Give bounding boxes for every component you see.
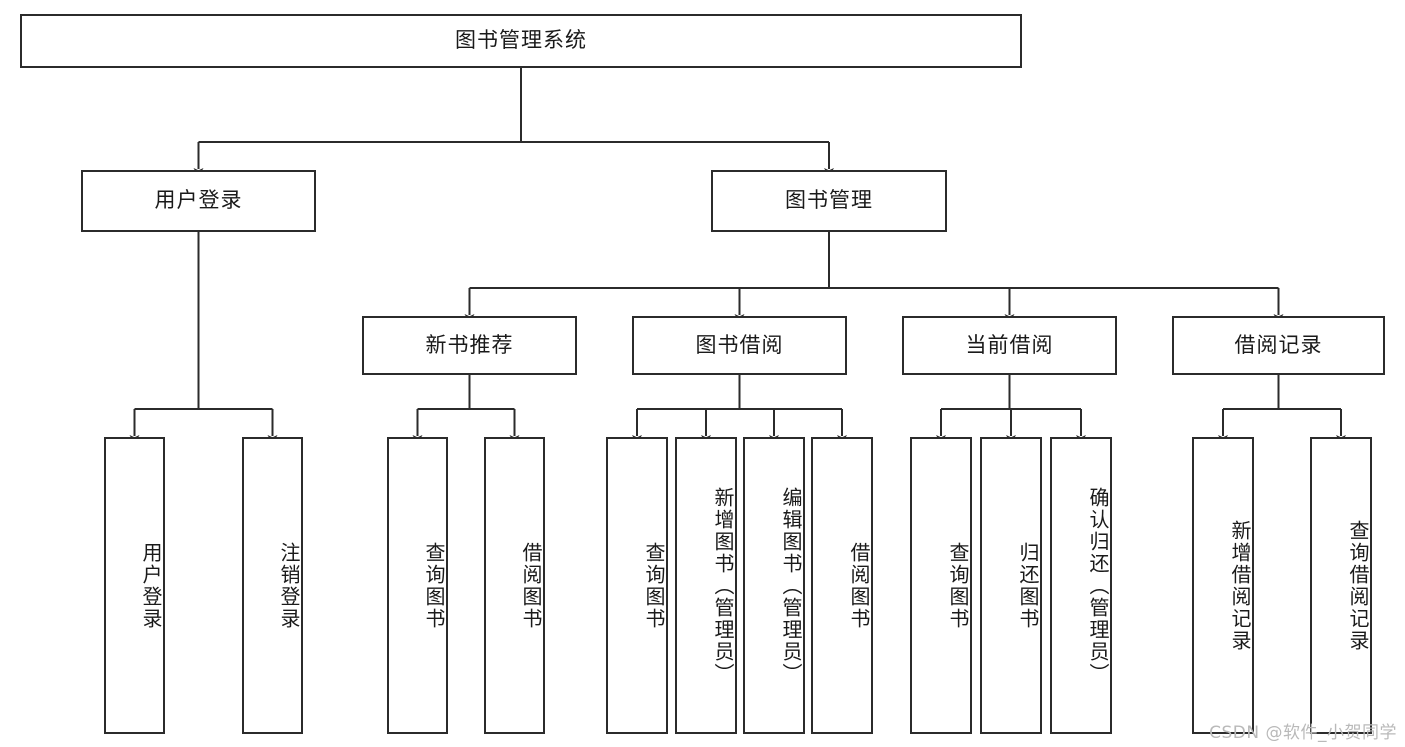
node-label-root: 图书管理系统 bbox=[455, 28, 587, 53]
node-label-book-borrow: 图书借阅 bbox=[695, 332, 784, 357]
node-leaf-bb-borrow[interactable]: 借阅图书 bbox=[811, 437, 873, 734]
node-label-borrow-record: 借阅记录 bbox=[1234, 332, 1323, 357]
node-label-leaf-cb-query: 查询图书 bbox=[946, 541, 970, 630]
node-label-leaf-user-logout: 注销登录 bbox=[277, 541, 301, 630]
node-label-leaf-rec-query: 查询图书 bbox=[422, 541, 446, 630]
node-label-leaf-bb-add: 新增图书（管理员） bbox=[711, 486, 735, 685]
node-leaf-user-logout[interactable]: 注销登录 bbox=[242, 437, 303, 734]
node-root[interactable]: 图书管理系统 bbox=[20, 14, 1022, 68]
node-label-leaf-rec-borrow: 借阅图书 bbox=[519, 541, 543, 630]
node-label-leaf-bb-borrow: 借阅图书 bbox=[847, 541, 871, 630]
node-label-leaf-user-login: 用户登录 bbox=[139, 541, 163, 630]
edge-group bbox=[129, 68, 1346, 444]
node-label-leaf-bb-query: 查询图书 bbox=[642, 541, 666, 630]
node-leaf-cb-return[interactable]: 归还图书 bbox=[980, 437, 1042, 734]
node-label-user-login: 用户登录 bbox=[154, 188, 243, 213]
node-leaf-bb-add[interactable]: 新增图书（管理员） bbox=[675, 437, 737, 734]
watermark-text: CSDN @软件_小贺同学 bbox=[1209, 723, 1397, 743]
node-label-new-book-rec: 新书推荐 bbox=[425, 332, 514, 357]
node-label-current-borrow: 当前借阅 bbox=[965, 332, 1054, 357]
node-book-manage[interactable]: 图书管理 bbox=[711, 170, 947, 232]
node-leaf-br-query[interactable]: 查询借阅记录 bbox=[1310, 437, 1372, 734]
node-label-leaf-bb-edit: 编辑图书（管理员） bbox=[779, 486, 803, 685]
node-user-login[interactable]: 用户登录 bbox=[81, 170, 316, 232]
node-leaf-cb-query[interactable]: 查询图书 bbox=[910, 437, 972, 734]
node-book-borrow[interactable]: 图书借阅 bbox=[632, 316, 847, 375]
node-label-leaf-cb-confirm: 确认归还（管理员） bbox=[1086, 486, 1110, 685]
node-label-leaf-cb-return: 归还图书 bbox=[1016, 541, 1040, 630]
node-label-leaf-br-add: 新增借阅记录 bbox=[1228, 519, 1252, 652]
node-label-book-manage: 图书管理 bbox=[785, 188, 873, 213]
node-leaf-bb-edit[interactable]: 编辑图书（管理员） bbox=[743, 437, 805, 734]
node-leaf-br-add[interactable]: 新增借阅记录 bbox=[1192, 437, 1254, 734]
node-leaf-bb-query[interactable]: 查询图书 bbox=[606, 437, 668, 734]
node-label-leaf-br-query: 查询借阅记录 bbox=[1346, 519, 1370, 652]
node-leaf-rec-borrow[interactable]: 借阅图书 bbox=[484, 437, 545, 734]
node-new-book-rec[interactable]: 新书推荐 bbox=[362, 316, 577, 375]
node-leaf-user-login[interactable]: 用户登录 bbox=[104, 437, 165, 734]
node-current-borrow[interactable]: 当前借阅 bbox=[902, 316, 1117, 375]
node-leaf-cb-confirm[interactable]: 确认归还（管理员） bbox=[1050, 437, 1112, 734]
node-leaf-rec-query[interactable]: 查询图书 bbox=[387, 437, 448, 734]
node-borrow-record[interactable]: 借阅记录 bbox=[1172, 316, 1385, 375]
